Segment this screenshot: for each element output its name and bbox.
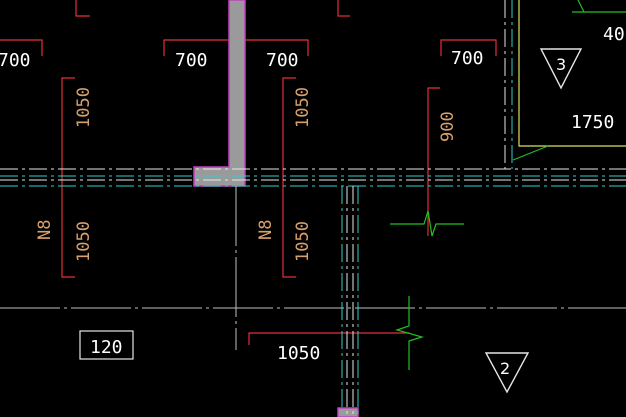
rebar-line-left bbox=[61, 77, 75, 278]
rebar-mark-top-left bbox=[75, 0, 90, 17]
break-line-right bbox=[390, 210, 464, 237]
dim-text-1750[interactable]: 1750 bbox=[571, 112, 614, 133]
leader-line-right bbox=[512, 145, 549, 161]
tag-text-1050-mid-lower[interactable]: 1050 bbox=[293, 221, 313, 262]
dim-text-1050-bottom[interactable]: 1050 bbox=[277, 343, 320, 364]
rebar-line-mid bbox=[282, 77, 296, 278]
dimension-box-120[interactable] bbox=[79, 330, 134, 360]
tag-text-1050-left-lower[interactable]: 1050 bbox=[74, 221, 94, 262]
dim-text-120[interactable]: 120 bbox=[90, 337, 123, 358]
rebar-line-bottom bbox=[248, 332, 410, 345]
rebar-bracket-top-left bbox=[0, 39, 43, 56]
tag-text-n8-mid[interactable]: N8 bbox=[256, 220, 276, 240]
dim-text-700-right[interactable]: 700 bbox=[451, 48, 484, 69]
tag-text-900-right[interactable]: 900 bbox=[438, 111, 458, 142]
tag-text-n8-left[interactable]: N8 bbox=[35, 220, 55, 240]
dim-text-700-left[interactable]: 700 bbox=[0, 50, 31, 71]
section-marker-3[interactable] bbox=[539, 48, 583, 90]
dim-text-700-mid-b[interactable]: 700 bbox=[266, 50, 299, 71]
concrete-wall-section[interactable] bbox=[193, 0, 246, 187]
break-line-bottom bbox=[394, 296, 425, 370]
rebar-line-right bbox=[427, 87, 440, 236]
concrete-wall-stub[interactable] bbox=[337, 407, 359, 417]
tag-text-1050-mid-upper[interactable]: 1050 bbox=[293, 87, 313, 128]
tag-text-1050-left-upper[interactable]: 1050 bbox=[74, 87, 94, 128]
dim-text-40[interactable]: 40 bbox=[603, 24, 625, 45]
rebar-bracket-top-right bbox=[440, 39, 497, 56]
leader-line-top-right bbox=[572, 0, 626, 13]
frame-line-top-right bbox=[518, 0, 626, 147]
dim-text-700-mid-a[interactable]: 700 bbox=[175, 50, 208, 71]
section-label-2: 2 bbox=[500, 359, 510, 378]
section-marker-2[interactable] bbox=[484, 352, 530, 394]
rebar-mark-top-mid bbox=[337, 0, 350, 17]
section-label-3: 3 bbox=[556, 55, 566, 74]
